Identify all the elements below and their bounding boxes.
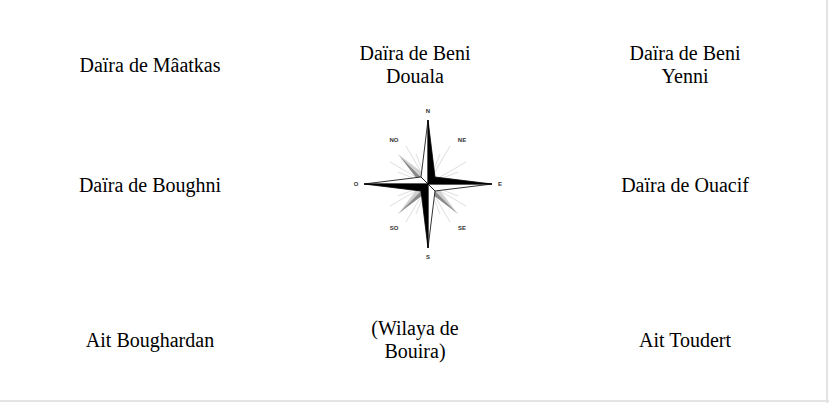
compass-letter: E [498,181,502,188]
neighbor-label: Daïra de Ouacif [621,174,749,197]
neighbor-label: Ait Toudert [639,329,731,352]
neighbor-label: Ait Boughardan [86,329,214,352]
compass-letter: O [354,181,359,188]
compass-letter: NE [458,137,466,144]
neighbor-label: Daïra de Beni Yenni [615,42,755,88]
neighbor-label: Daïra de Boughni [79,174,221,197]
compass-letter: S [426,254,430,261]
neighbor-label: Daïra de Beni Douala [345,42,485,88]
compass-letter: N [426,108,430,115]
compass-letter: NO [390,137,399,144]
neighbor-label: Daïra de Mâatkas [79,54,220,77]
compass-letter: SE [458,225,466,232]
neighbor-label: (Wilaya de Bouira) [345,317,485,363]
compass-letter: SO [390,225,399,232]
